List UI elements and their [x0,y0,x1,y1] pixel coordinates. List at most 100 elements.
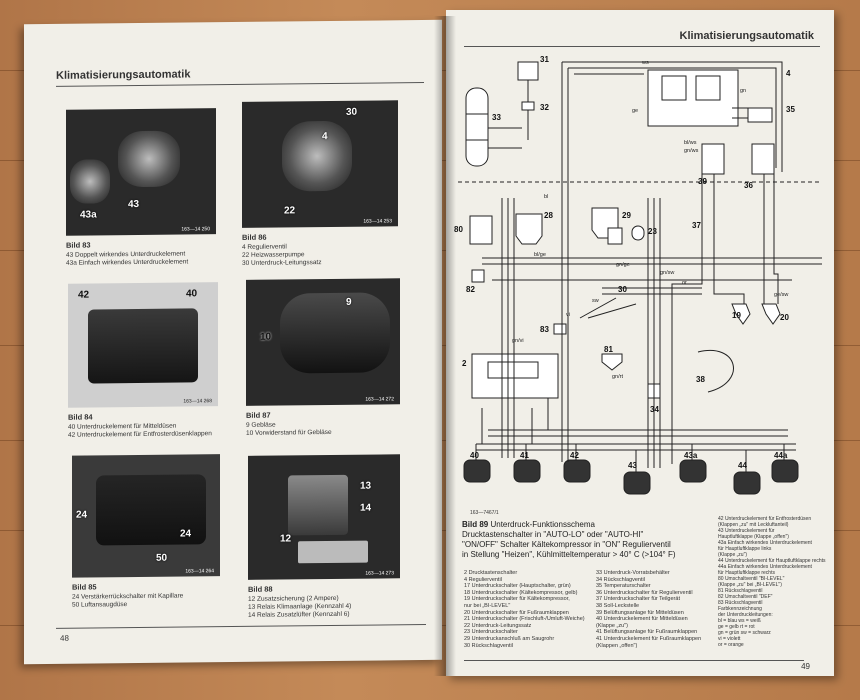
legend-entry: (Klappen „zu" mit Leckluftanteil) [718,522,789,528]
wire-color: bl/ws [684,140,697,146]
legend-entry: 22 Unterdruck-Leitungssatz [464,622,532,629]
schematic-label: 31 [540,55,549,64]
wire-color: gn [740,88,746,94]
right-page-number: 49 [801,662,810,671]
caption-bild-84: Bild 84 40 Unterdruckelement für Mitteld… [68,412,238,440]
vacuum-schematic: 31 32 33 4 35 39 36 28 29 23 37 80 82 30… [454,55,822,495]
legend-entry: für Hauptluftklappe rechts [718,570,775,576]
legend-column-1: 2 Drucktastenschalter 4 Regulierventil 1… [464,570,594,649]
legend-entry: 38 Soll-Leckstelle [596,602,640,609]
photo-label: 43a [80,209,97,221]
legend-entry: Farbkennzeichnung [718,606,762,612]
schematic-label: 38 [696,375,705,384]
legend-entry: 33 Unterdruck-Vorratsbehälter [596,570,670,576]
left-page-header: Klimatisierungsautomatik [56,68,191,82]
photo-code: 163—14 264 [185,568,214,575]
photo-code: 163—14 253 [363,218,392,225]
schematic-label: 80 [454,225,463,234]
legend-entry: 2 Drucktastenschalter [464,570,518,576]
legend-entry: ge = gelb rt = rot [718,624,755,630]
legend-entry: gn = grün sw = schwarz [718,630,771,636]
schematic-label: 43 [628,461,637,470]
schematic-label: 20 [780,313,789,322]
legend-entry: bl = blau ws = weiß [718,618,761,624]
schematic-label: 44a [774,451,788,460]
photo-bild-87: 9 10 163—14 272 [246,278,400,406]
wire-color: or [682,280,687,286]
legend-entry: 44a Einfach wirkendes Unterdruckelement [718,564,812,570]
footer-rule [56,623,426,629]
legend-entry: 41 Unterdruckelement für Fußraumklappen [596,635,702,642]
left-page: Klimatisierungsautomatik 43a 43 163—14 2… [24,19,442,665]
caption-bild-85: Bild 85 24 Verstärkerrückschalter mit Ka… [72,582,242,610]
schematic-label: 23 [648,227,657,236]
legend-entry: 44 Unterdruckelement für Hauptluftklappe… [718,558,826,564]
photo-label: 30 [346,106,358,118]
legend-entry: 80 Umschaltventil "BI-LEVEL" [718,576,785,582]
legend-entry: 21 Unterdruckschalter (Frischluft-/Umluf… [464,616,585,623]
legend-entry: 20 Unterdruckschalter für Fußraumklappen [464,609,569,616]
legend-entry: (Klappe „zu") [718,552,748,558]
photo-bild-85: 24 24 50 163—14 264 [72,454,220,578]
book-gutter [434,16,456,676]
wire-color: bl/ge [534,252,546,258]
legend-entry: 43 Unterdruckelement für [718,528,775,534]
legend-entry: 36 Unterdruckschalter für Regulierventil [596,589,693,596]
legend-entry: (Klappe „zu" bei „BI-LEVEL") [718,582,782,588]
header-rule [464,46,820,47]
schematic-label: 32 [540,103,549,112]
photo-label: 40 [186,288,198,300]
wire-color: gn/ge [616,262,630,268]
caption-item: 14 Relais Zusatzlüfter (Kennzahl 6) [248,610,350,619]
photo-label: 42 [78,289,90,301]
photo-label: 50 [156,552,168,564]
schematic-label: 2 [462,359,467,368]
right-page-header: Klimatisierungsautomatik [679,30,814,42]
subtitle-line: in Stellung "Heizen", Kühlmitteltemperat… [462,550,676,559]
legend-column-3: 42 Unterdruckelement für Entfrosterdüsen… [718,516,830,648]
caption-item: 50 Luftansaugdüse [72,601,128,609]
wire-color: gn/sw [660,270,674,276]
caption-item: 43a Einfach wirkendes Unterdruckelement [66,258,189,267]
schematic-label: 30 [618,285,627,294]
legend-entry: or = orange [718,642,744,648]
photo-label: 14 [360,502,372,514]
wire-color: vi [566,312,570,318]
legend-entry: 37 Unterdruckschalter für Teilgerät [596,596,680,603]
legend-entry: (Klappe „zu") [596,622,628,629]
schematic-label: 40 [470,451,479,460]
figure-subtitle: Bild 89 Unterdruck-Funktionsschema Druck… [462,520,702,560]
photo-label: 43 [128,198,140,211]
open-book: Klimatisierungsautomatik 43a 43 163—14 2… [14,6,842,690]
photo-label: 24 [76,509,88,521]
schematic-label: 44 [738,461,747,470]
schematic-label: 4 [786,69,791,78]
photo-label: 10 [260,331,272,343]
legend-entry: 4 Regulierventil [464,576,502,583]
schematic-label: 35 [786,105,795,114]
photo-label: 12 [280,533,292,545]
caption-bild-87: Bild 87 9 Gebläse 10 Vorwiderstand für G… [246,410,416,438]
caption-title: Bild 86 [242,232,267,242]
legend-entry: 83 Rückschlagventil [718,600,763,606]
caption-bild-86: Bild 86 4 Regulierventil 22 Heizwasserpu… [242,232,412,268]
legend-entry: 19 Unterdruckschalter für Kältekompresso… [464,596,570,603]
photo-bild-83: 43a 43 163—14 250 [66,108,216,236]
schematic-label: 28 [544,211,553,220]
schematic-label: 43a [684,451,698,460]
photo-bild-84: 42 40 163—14 268 [68,282,218,408]
photo-label: 22 [284,205,296,217]
legend-entry: der Unterdruckleitungen: [718,612,773,618]
wire-color: gn/rt [612,374,623,380]
caption-title: Bild 85 [72,582,97,592]
photo-code: 163—14 250 [181,226,210,233]
legend-column-2: 33 Unterdruck-Vorratsbehälter 34 Rücksch… [596,570,722,649]
schematic-label: 42 [570,451,579,460]
schematic-label: 39 [698,177,707,186]
schematic-label: 19 [732,311,741,320]
legend-entry: Hauptluftklappe (Klappe „offen") [718,534,789,540]
schematic-label: 82 [466,285,475,294]
figure-heading: Unterdruck-Funktionsschema [490,520,595,529]
legend-entry: 40 Unterdruckelement für Mitteldüsen [596,616,688,623]
schematic-label: 36 [744,181,753,190]
